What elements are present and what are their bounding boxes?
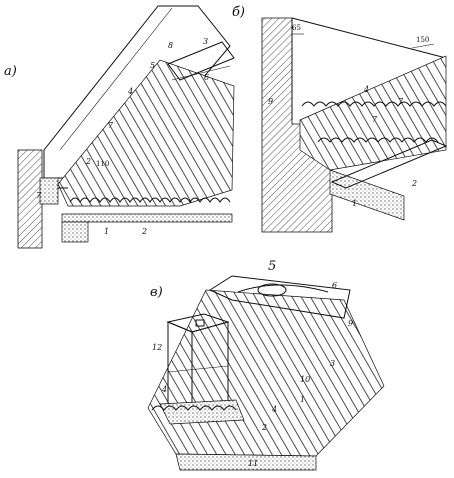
- top-waves-b: [301, 101, 447, 107]
- label-c-2: 2: [261, 423, 267, 432]
- corrugated-roof-b: [299, 55, 447, 171]
- label-c-11: 11: [248, 459, 258, 468]
- parapet-edge: [59, 7, 173, 151]
- eave-waves-a: [69, 197, 231, 203]
- parapet-top-b: [291, 17, 447, 59]
- label-a-2b: 2: [141, 227, 147, 236]
- flashing-c: [159, 399, 245, 425]
- label-c-3: 3: [330, 359, 335, 368]
- label-c-9: 9: [348, 319, 353, 328]
- label-c-6: 6: [332, 281, 337, 290]
- label-a-5: 5: [150, 61, 155, 70]
- label-a-1: 1: [104, 227, 109, 236]
- label-c-4: 4: [161, 385, 167, 394]
- substrate-c: [175, 453, 317, 471]
- dim-b-left: 65: [292, 24, 301, 32]
- wall-hatched: [17, 149, 43, 249]
- label-a-7b: 7: [36, 191, 42, 200]
- panel-b-drawing: б) 65 150 9 4 7 7 2 1: [232, 5, 448, 233]
- label-a-3: 3: [203, 37, 208, 46]
- label-b-2: 2: [411, 179, 417, 188]
- label-a-6: 6: [204, 73, 209, 82]
- purlin-a: [61, 213, 233, 223]
- wall-plate-a: [39, 177, 59, 205]
- panel-c-drawing: в) 5 6 9 3 12 10 1 4 4 2 11: [147, 259, 385, 471]
- label-c-5: 5: [268, 259, 276, 274]
- chimney-flue: [195, 319, 205, 327]
- label-a-8: 8: [168, 41, 173, 50]
- ridge-roll: [257, 283, 287, 297]
- ridge-cap-a: [167, 41, 235, 81]
- panel-c-label: в): [150, 285, 163, 300]
- eave-waves-b: [317, 137, 439, 143]
- ridge-cap-c: [208, 275, 351, 319]
- label-b-7: 7: [372, 115, 378, 124]
- dim-a: 110: [96, 160, 109, 168]
- label-b-4: 4: [363, 85, 369, 94]
- panel-a-label: а): [4, 64, 17, 79]
- label-c-4b: 4: [271, 405, 277, 414]
- chimney-joint: [167, 365, 229, 373]
- label-c-10: 10: [300, 375, 310, 384]
- label-b-7b: 7: [398, 97, 404, 106]
- dim-line-150: [411, 43, 435, 49]
- label-b-9: 9: [268, 97, 273, 106]
- panel-b-label: б): [232, 5, 245, 20]
- eave-waves-c: [151, 405, 237, 411]
- ridge-line: [171, 65, 231, 81]
- beam-end-a: [61, 221, 89, 243]
- label-b-1: 1: [352, 199, 357, 208]
- label-a-7: 7: [108, 121, 114, 130]
- label-a-4: 4: [127, 87, 133, 96]
- dim-b-right: 150: [416, 36, 429, 44]
- panel-a-drawing: а) 3 8 6 5 7 4 2 7 1 2 110: [4, 5, 235, 249]
- purlin-b: [330, 139, 448, 189]
- label-c-12: 12: [152, 343, 162, 352]
- label-a-2: 2: [85, 157, 91, 166]
- corrugated-roof-a: [57, 59, 235, 207]
- beam-b: [329, 169, 405, 221]
- label-c-1: 1: [300, 395, 305, 404]
